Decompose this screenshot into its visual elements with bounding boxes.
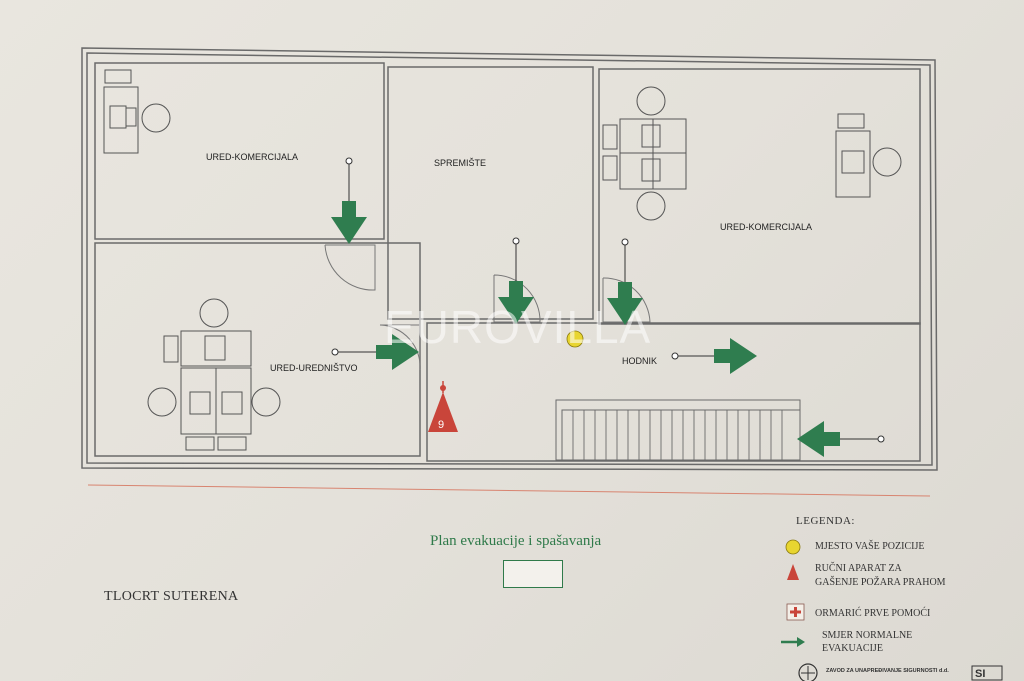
walls [81, 47, 938, 471]
fire-extinguisher-marker: 9 [428, 381, 458, 432]
watermark: EUROVILLA [384, 301, 652, 353]
evacuation-arrows [331, 201, 840, 457]
plan-title: Plan evakuacije i spašavanja [430, 533, 602, 549]
exit-sign [503, 560, 563, 588]
legend-evacuation-label-2: EVAKUACIJE [822, 643, 883, 654]
legend-evacuation-label-1: SMJER NORMALNE [822, 630, 913, 641]
separator-line [87, 484, 931, 497]
legend-icons [781, 539, 805, 647]
legend-extinguisher-label-1: RUČNI APARAT ZA [815, 563, 902, 574]
furniture [103, 69, 902, 451]
room-label-spremiste: SPREMIŠTE [434, 158, 486, 168]
institute-logo [798, 663, 818, 681]
your-position-marker [566, 330, 584, 348]
legend-first-aid-label: ORMARIĆ PRVE POMOĆI [815, 608, 931, 619]
legend-extinguisher-label-2: GAŠENJE POŽARA PRAHOM [815, 577, 946, 588]
evacuation-routes [331, 157, 885, 443]
extinguisher-number: 9 [438, 419, 444, 431]
floor-title: TLOCRT SUTERENA [104, 589, 239, 604]
doors [324, 244, 651, 371]
legend-extinguisher-icon [787, 564, 799, 580]
arrow-down-icon [331, 201, 367, 244]
legend-arrow-icon [781, 637, 805, 647]
arrow-right-icon [376, 334, 419, 370]
si-logo-box [971, 665, 1003, 681]
institute-name: ZAVOD ZA UNAPREĐIVANJE SIGURNOSTI d.d. [826, 668, 949, 674]
room-label-ured-komercijala-left: URED-KOMERCIJALA [206, 152, 298, 162]
arrow-right-icon [714, 338, 757, 374]
arrow-down-icon [498, 281, 534, 324]
room-label-ured-urednistvo: URED-UREDNIŠTVO [270, 363, 358, 373]
room-label-ured-komercijala-right: URED-KOMERCIJALA [720, 222, 812, 232]
legend-position-icon [785, 539, 801, 555]
si-logo: SI [975, 668, 985, 680]
staircase [555, 399, 801, 461]
arrow-left-icon [797, 421, 840, 457]
arrow-down-icon [607, 282, 643, 325]
legend-title: LEGENDA: [796, 515, 855, 527]
room-label-hodnik: HODNIK [622, 356, 657, 366]
legend-position-label: MJESTO VAŠE POZICIJE [815, 541, 925, 552]
